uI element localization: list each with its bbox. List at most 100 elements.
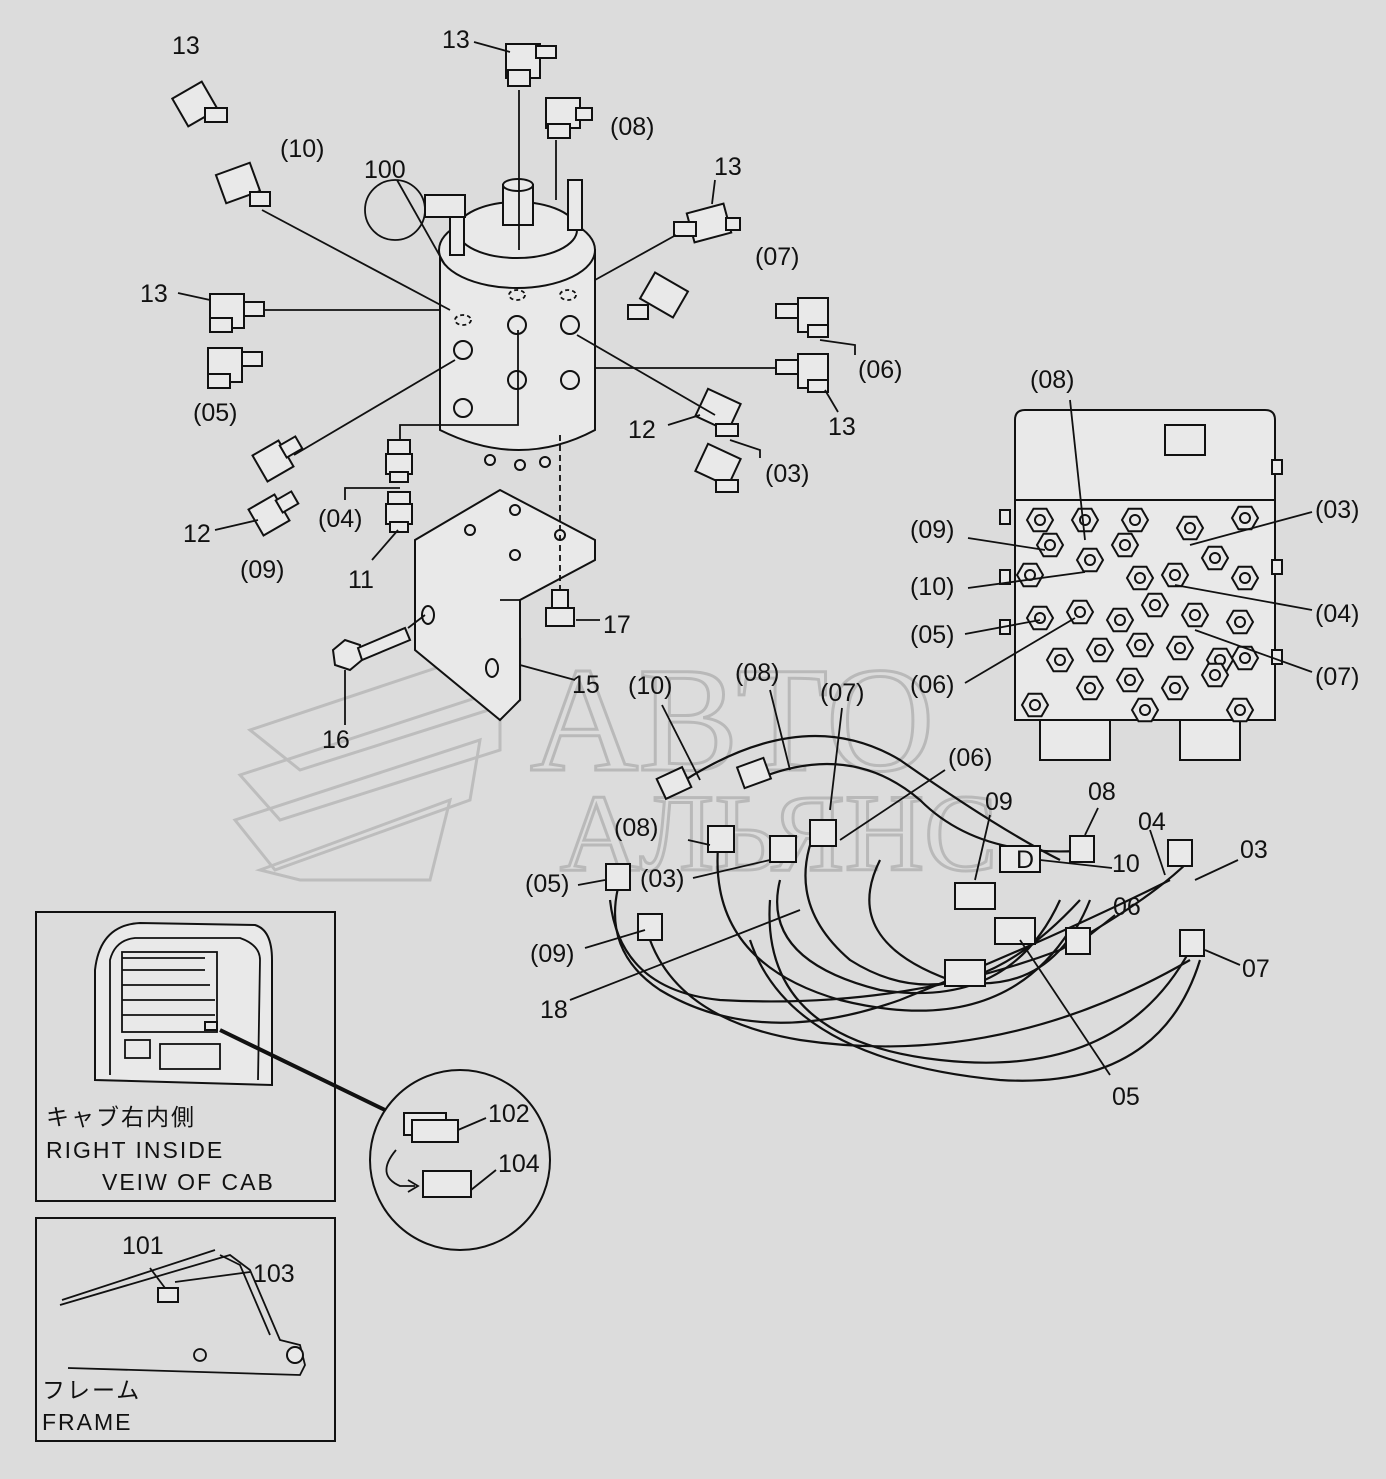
label-13-right-top: 13 xyxy=(714,153,742,181)
label-hose-04: 04 xyxy=(1138,808,1166,836)
frame-inset: 101 103 フレーム FRAME xyxy=(35,1217,336,1442)
label-hose-10: 10 xyxy=(1112,850,1140,878)
cab-label-en2: VEIW OF CAB xyxy=(102,1169,275,1195)
valve-port-hole xyxy=(1119,539,1131,551)
label-11: 11 xyxy=(348,566,374,594)
label-13-left: 13 xyxy=(140,280,168,308)
watermark: АВТО АЛЬЯНС xyxy=(232,636,999,896)
valve-port-hole xyxy=(1184,522,1196,534)
valve-port-hole xyxy=(1079,514,1091,526)
label-18: 18 xyxy=(540,996,568,1024)
valve-port-hole xyxy=(1239,572,1251,584)
label-103: 103 xyxy=(253,1260,295,1288)
control-valve-block xyxy=(999,409,1283,761)
bolt-16 xyxy=(331,626,412,672)
label-13-right: 13 xyxy=(828,413,856,441)
label-hose-06: 06 xyxy=(1113,893,1141,921)
frame-label-en: FRAME xyxy=(42,1409,133,1435)
fittings xyxy=(170,43,829,672)
connector-04 xyxy=(385,439,413,483)
label-09-hose: (09) xyxy=(530,940,574,968)
label-12-right: 12 xyxy=(628,416,656,444)
label-05-left: (05) xyxy=(193,399,237,427)
valve-port-hole xyxy=(1169,682,1181,694)
valve-port-hole xyxy=(1084,682,1096,694)
label-05-hose: (05) xyxy=(525,870,569,898)
frame-label-jp: フレーム xyxy=(42,1377,141,1403)
label-12-left: 12 xyxy=(183,520,211,548)
label-08-top: (08) xyxy=(610,113,654,141)
label-15: 15 xyxy=(572,671,600,699)
elbow-fitting-12-03 xyxy=(694,387,742,437)
valve-port-hole xyxy=(1129,514,1141,526)
cab-detail-pointer xyxy=(219,1028,386,1112)
valve-port-hole xyxy=(1189,609,1201,621)
label-13-top: 13 xyxy=(442,26,470,54)
valve-port-hole xyxy=(1084,554,1096,566)
label-100: 100 xyxy=(364,156,406,184)
mounting-bracket xyxy=(414,488,596,722)
elbow-fitting-10 xyxy=(214,161,271,207)
hose-bundle: D xyxy=(605,734,1205,1082)
valve-ports xyxy=(1015,505,1260,723)
valve-port-hole xyxy=(1034,514,1046,526)
cab-label-jp: キャブ右内側 xyxy=(46,1104,196,1130)
label-valve-09: (09) xyxy=(910,516,954,544)
label-hose-03: 03 xyxy=(1240,836,1268,864)
label-04-left: (04) xyxy=(318,505,362,533)
elbow-fitting-13-right xyxy=(775,353,829,393)
elbow-fitting-13-topleft xyxy=(170,80,228,128)
connector-11 xyxy=(385,491,413,533)
part-labels: 13 13 (08) (10) 100 13 (07) 13 (06) (05)… xyxy=(140,26,1359,1111)
label-10-hose: (10) xyxy=(628,672,672,700)
elbow-fitting-13-left xyxy=(209,293,265,333)
valve-port-hole xyxy=(1139,704,1151,716)
valve-port-hole xyxy=(1234,704,1246,716)
hose-tag: D xyxy=(1016,846,1034,874)
label-07-top: (07) xyxy=(755,243,799,271)
valve-port-hole xyxy=(1124,674,1136,686)
label-valve-07: (07) xyxy=(1315,663,1359,691)
label-valve-05: (05) xyxy=(910,621,954,649)
label-17: 17 xyxy=(603,611,631,639)
valve-port-hole xyxy=(1029,699,1041,711)
valve-port-hole xyxy=(1134,572,1146,584)
label-08-hose: (08) xyxy=(735,659,779,687)
elbow-fitting-loose xyxy=(627,271,690,320)
label-03-top: (03) xyxy=(765,460,809,488)
valve-port-hole xyxy=(1054,654,1066,666)
label-valve-04: (04) xyxy=(1315,600,1359,628)
valve-port-hole xyxy=(1074,606,1086,618)
label-06-top: (06) xyxy=(858,356,902,384)
label-104: 104 xyxy=(498,1150,540,1178)
label-102: 102 xyxy=(488,1100,530,1128)
valve-port-hole xyxy=(1044,539,1056,551)
elbow-fitting-06 xyxy=(775,297,829,338)
watermark-line1: АВТО xyxy=(530,637,934,803)
leader-lines xyxy=(177,41,1313,1076)
valve-port-hole xyxy=(1239,652,1251,664)
label-13-topleft: 13 xyxy=(172,32,200,60)
valve-port-hole xyxy=(1234,616,1246,628)
valve-port-hole xyxy=(1094,644,1106,656)
label-16: 16 xyxy=(322,726,350,754)
cab-label-en1: RIGHT INSIDE xyxy=(46,1137,224,1163)
label-valve-08: (08) xyxy=(1030,366,1074,394)
watermark-line2: АЛЬЯНС xyxy=(560,772,998,894)
label-hose-05: 05 xyxy=(1112,1083,1140,1111)
label-06-hose: (06) xyxy=(948,744,992,772)
label-101: 101 xyxy=(122,1232,164,1260)
label-hose-09: 09 xyxy=(985,788,1013,816)
cab-inset: キャブ右内側 RIGHT INSIDE VEIW OF CAB xyxy=(35,911,336,1202)
label-10-top: (10) xyxy=(280,135,324,163)
label-valve-03: (03) xyxy=(1315,496,1359,524)
valve-port-hole xyxy=(1209,552,1221,564)
elbow-fitting-13-top xyxy=(505,43,557,87)
label-valve-10: (10) xyxy=(910,573,954,601)
detail-circle: 102 104 xyxy=(369,1069,551,1251)
elbow-fitting-lower-left xyxy=(251,435,304,483)
label-09-left: (09) xyxy=(240,556,284,584)
valve-port-hole xyxy=(1134,639,1146,651)
label-07-hose: (07) xyxy=(820,679,864,707)
